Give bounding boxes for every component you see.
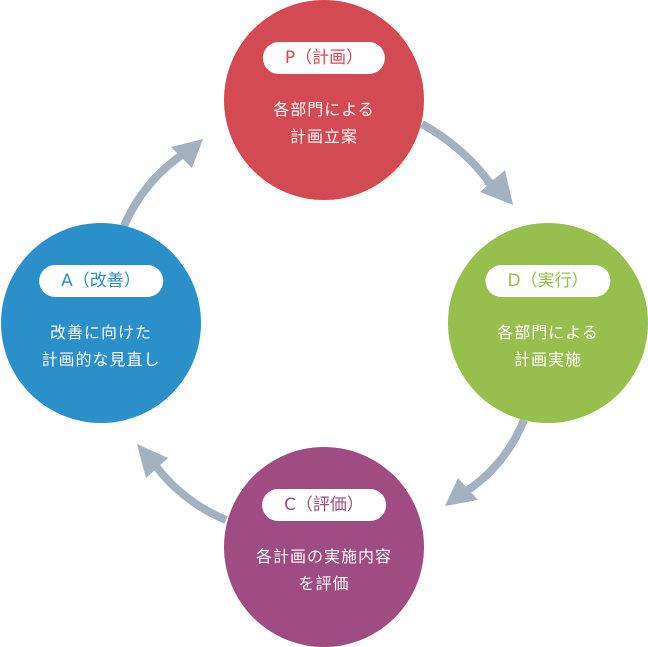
plan-label: P（計画）: [262, 42, 386, 74]
check-description-line1: 各計画の実施内容: [255, 547, 392, 566]
arrow-plan-to-do-head-main: [480, 170, 513, 205]
do-circle: D（実行） 各部門による 計画実施: [448, 223, 648, 423]
do-description-line1: 各部門による: [497, 323, 599, 342]
arrow-plan-to-do: [420, 120, 496, 189]
arrow-act-to-plan-head: [171, 139, 203, 168]
check-description: 各計画の実施内容 を評価: [224, 543, 424, 597]
plan-circle: P（計画） 各部門による 計画立案: [224, 0, 424, 200]
arrow-do-to-check: [462, 418, 528, 496]
do-description: 各部門による 計画実施: [448, 319, 648, 373]
check-circle: C（評価） 各計画の実施内容 を評価: [224, 447, 424, 647]
arrow-check-to-act-head: [137, 444, 168, 478]
plan-description: 各部門による 計画立案: [224, 96, 424, 150]
do-description-line2: 計画実施: [513, 350, 582, 369]
act-label: A（改善）: [39, 265, 163, 297]
check-label: C（評価）: [262, 489, 386, 521]
plan-description-line1: 各部門による: [273, 100, 375, 119]
act-description-line1: 改善に向けた: [49, 323, 152, 342]
check-description-line2: を評価: [298, 574, 350, 593]
act-description-line2: 計画的な見直し: [41, 350, 161, 369]
act-circle: A（改善） 改善に向けた 計画的な見直し: [1, 223, 201, 423]
arrow-do-to-check-head: [445, 478, 478, 506]
arrow-check-to-act: [151, 462, 228, 524]
arrow-act-to-plan: [120, 150, 186, 228]
plan-description-line2: 計画立案: [289, 127, 358, 146]
act-description: 改善に向けた 計画的な見直し: [1, 319, 201, 373]
do-label: D（実行）: [485, 265, 611, 297]
